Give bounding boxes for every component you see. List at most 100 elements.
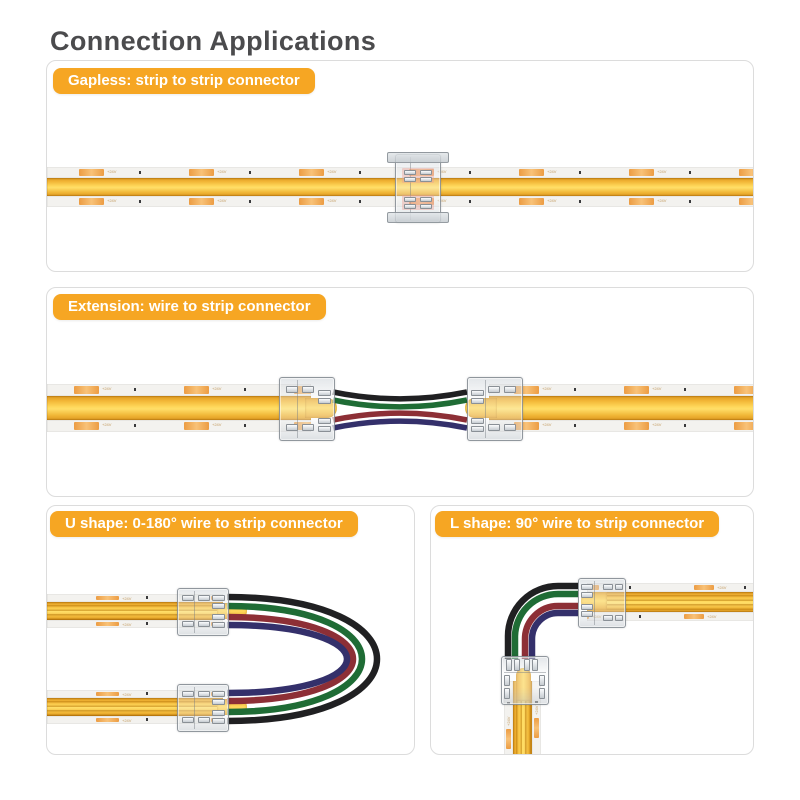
strip-pcb-bottom: +24V+24V+24V [47, 420, 311, 432]
wire-crimp [212, 718, 225, 724]
pad-marking: +24V [547, 169, 557, 174]
metal-contact [420, 204, 432, 209]
solder-pad: +24V [739, 169, 753, 176]
solder-pad: +24V [629, 198, 666, 205]
metal-contact [182, 595, 194, 601]
metal-contact [488, 386, 500, 393]
panel-gapless-badge: Gapless: strip to strip connector [53, 68, 315, 94]
solder-pad: +24V [624, 422, 661, 430]
wire-crimp [581, 584, 593, 590]
metal-contact [286, 424, 298, 431]
wire-blue [528, 609, 578, 659]
cut-mark-dot [574, 388, 576, 391]
strip-pcb-top: +24V+24V+24V [47, 384, 311, 396]
cut-mark-dot [574, 424, 576, 427]
wire-green [226, 602, 366, 716]
wire-crimp [581, 611, 593, 617]
led-strip-right: +24V +24V +24V +24V +24V +24V [489, 384, 753, 432]
solder-pad: +24V [189, 198, 226, 205]
pad-marking: +24V [542, 386, 552, 391]
cut-mark-dot [744, 585, 746, 589]
wire-crimp [318, 390, 331, 396]
wire-green [332, 397, 468, 410]
metal-contact [615, 584, 623, 590]
metal-contact [504, 675, 510, 686]
solder-pad: +24V [624, 386, 661, 394]
wire-crimp [581, 604, 593, 610]
wire-crimp [318, 418, 331, 424]
metal-contact [504, 688, 510, 699]
metal-contact [182, 717, 194, 723]
cut-mark-dot [579, 170, 581, 174]
wire-black [226, 593, 380, 725]
pad-marking: +24V [657, 198, 667, 203]
wire-crimp [212, 595, 225, 601]
wire-crimp [318, 398, 331, 404]
cut-mark-dot [469, 199, 471, 203]
solder-pad: +24V [734, 386, 753, 394]
metal-contact [198, 717, 210, 723]
pad-marking: +24V [327, 198, 337, 203]
cut-mark-dot [134, 388, 136, 391]
cut-mark-dot [639, 614, 641, 618]
cut-mark-dot [359, 199, 361, 203]
pad-marking: +24V [506, 716, 511, 726]
cut-mark-dot [684, 388, 686, 391]
solder-pad: +24V [629, 169, 666, 176]
pad-marking: +24V [102, 422, 112, 427]
solder-pad: +24V [96, 622, 131, 627]
wire-red [332, 410, 468, 423]
metal-contact [404, 197, 416, 202]
solder-pad: +24V [514, 386, 551, 394]
solder-pad: +24V [519, 169, 556, 176]
pad-marking: +24V [122, 596, 132, 601]
wire-crimp [212, 603, 225, 609]
solder-pad: +24V [96, 692, 131, 697]
wire-black [504, 582, 578, 659]
cut-mark-dot [249, 199, 251, 203]
wire-black [332, 389, 468, 402]
wire-crimp [318, 426, 331, 432]
solder-pad: +24V [79, 198, 116, 205]
cut-mark-dot [469, 170, 471, 174]
wire-crimp [212, 622, 225, 628]
panel-l-shape-badge: L shape: 90° wire to strip connector [435, 511, 720, 537]
panel-u-shape-badge: U shape: 0-180° wire to strip connector [50, 511, 358, 537]
pad-marking: +24V [652, 422, 662, 427]
metal-contact [420, 170, 432, 175]
wire-blue [226, 621, 351, 697]
solder-pad: +24V [299, 169, 336, 176]
pad-marking: +24V [107, 198, 117, 203]
metal-contact [615, 615, 623, 621]
cut-mark-dot [146, 718, 148, 721]
panel-extension-badge: Extension: wire to strip connector [53, 294, 326, 320]
metal-contact [420, 177, 432, 182]
pad-marking: +24V [547, 198, 557, 203]
metal-contact [182, 691, 194, 697]
pad-marking: +24V [437, 169, 447, 174]
cut-mark-dot [146, 692, 148, 695]
pad-marking: +24V [122, 718, 132, 723]
metal-contact [603, 615, 613, 621]
solder-pad: +24V [184, 386, 221, 394]
led-strip-left: +24V+24V+24V +24V+24V+24V [47, 384, 311, 432]
strip-pcb-top: +24V +24V +24V [489, 384, 753, 396]
solder-pad: +24V [514, 422, 551, 430]
metal-contact [504, 424, 516, 431]
wire-crimp [514, 659, 520, 671]
connector-tab-bottom [387, 212, 449, 223]
metal-contact [182, 621, 194, 627]
cut-mark-dot [359, 170, 361, 174]
solder-pad: +24V [74, 422, 111, 430]
metal-contact [198, 621, 210, 627]
solder-pad: +24V [96, 596, 131, 601]
wire-crimp [471, 390, 484, 396]
strip-cob [587, 592, 753, 612]
solder-pad: +24V [739, 198, 753, 205]
pad-marking: +24V [122, 692, 132, 697]
panel-u-shape: U shape: 0-180° wire to strip connector … [46, 505, 415, 755]
pad-marking: +24V [437, 198, 447, 203]
wire-crimp [471, 426, 484, 432]
cut-mark-dot [689, 170, 691, 174]
pad-marking: +24V [212, 386, 222, 391]
